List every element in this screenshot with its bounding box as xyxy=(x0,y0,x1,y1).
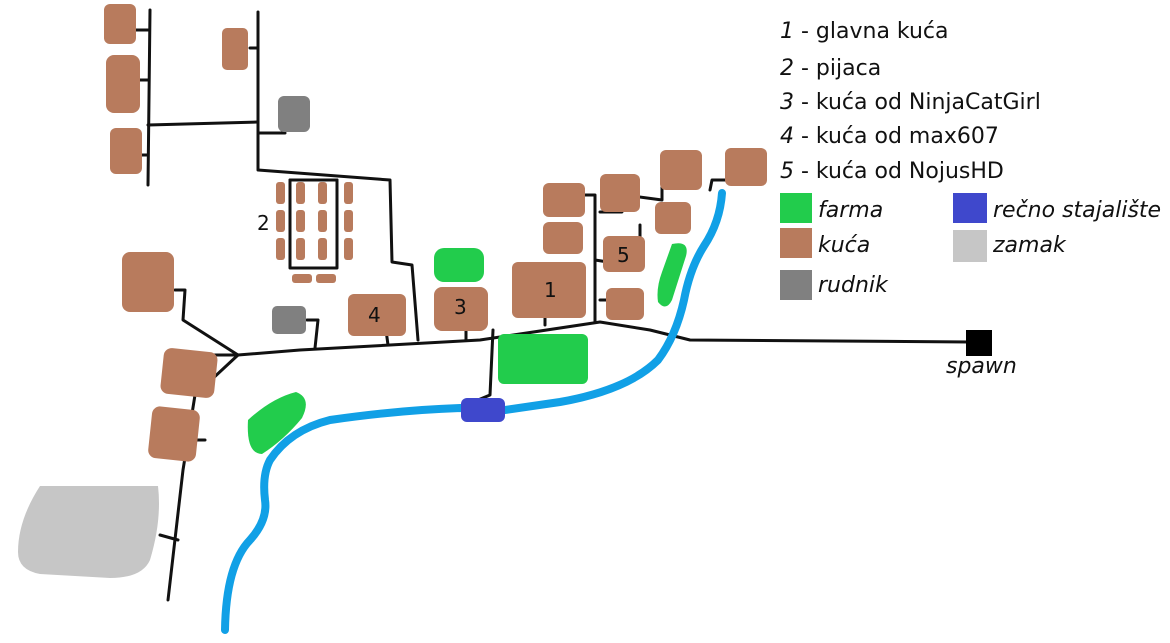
legend-label-house: kuća xyxy=(818,233,870,258)
legend-item-2: 2 - pijaca xyxy=(780,56,881,81)
legend-swatch-house xyxy=(780,228,812,258)
castle xyxy=(18,486,159,578)
legend-item-3: 3 - kuća od NinjaCatGirl xyxy=(780,90,1041,115)
house-3 xyxy=(434,287,488,331)
legend-swatch-mine xyxy=(780,270,812,300)
spawn-marker xyxy=(966,330,992,356)
house xyxy=(543,222,583,254)
color-legend: farma kuća rudnik rečno stajalište zamak xyxy=(780,193,1161,300)
legend-label-farm: farma xyxy=(818,198,883,223)
house xyxy=(660,150,702,190)
label-house-5: 5 xyxy=(617,243,630,267)
legend-swatch-castle xyxy=(953,230,987,262)
house xyxy=(222,28,248,70)
house xyxy=(543,183,585,217)
house-5 xyxy=(603,236,645,272)
river-stop xyxy=(461,398,505,422)
farms xyxy=(247,243,687,454)
mine xyxy=(272,306,306,334)
farm xyxy=(434,248,484,282)
house-4 xyxy=(348,294,406,336)
mine xyxy=(278,96,310,132)
label-house-3: 3 xyxy=(454,295,467,319)
house xyxy=(148,406,200,462)
house xyxy=(122,252,174,312)
legend-label-mine: rudnik xyxy=(818,273,889,298)
market-stalls xyxy=(276,182,353,283)
spawn-label: spawn xyxy=(946,354,1017,379)
legend-swatch-farm xyxy=(780,193,812,223)
legend-label-castle: zamak xyxy=(992,233,1067,258)
houses xyxy=(104,4,767,462)
legend-label-river-stop: rečno stajalište xyxy=(993,198,1161,223)
house xyxy=(725,148,767,186)
legend-item-5: 5 - kuća od NojusHD xyxy=(780,159,1004,184)
house xyxy=(106,55,140,113)
river xyxy=(221,189,726,634)
mines xyxy=(272,96,310,334)
numbered-legend: 1 - glavna kuća 2 - pijaca 3 - kuća od N… xyxy=(780,19,1041,184)
legend-item-1: 1 - glavna kuća xyxy=(780,19,949,44)
farm xyxy=(247,392,306,454)
house xyxy=(160,348,218,398)
house xyxy=(600,174,640,212)
legend-swatch-river-stop xyxy=(953,193,987,223)
house xyxy=(104,4,136,44)
house xyxy=(655,202,691,234)
house xyxy=(110,128,142,174)
label-house-4: 4 xyxy=(368,303,381,327)
farm xyxy=(498,334,588,384)
farm xyxy=(657,243,687,307)
label-house-1: 1 xyxy=(544,278,557,302)
house xyxy=(606,288,644,320)
label-market-2: 2 xyxy=(257,211,270,235)
house-1 xyxy=(512,262,586,318)
legend-item-4: 4 - kuća od max607 xyxy=(780,124,999,149)
